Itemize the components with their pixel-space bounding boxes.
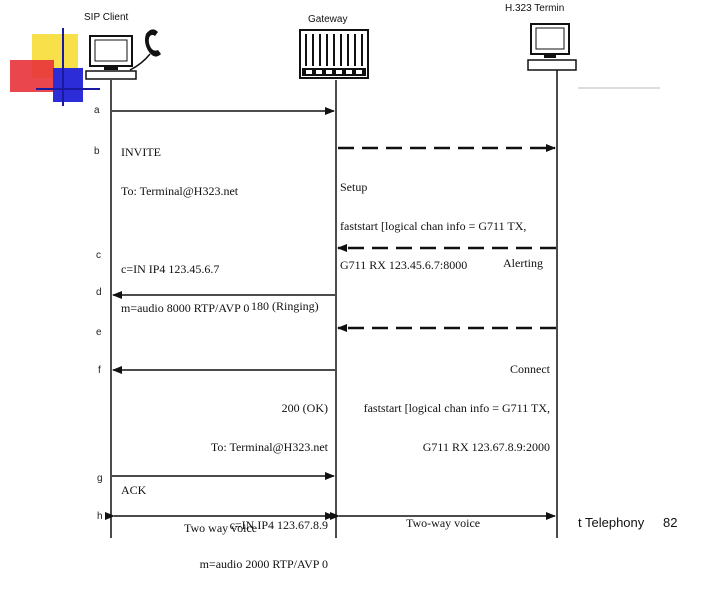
ok-line: 200 (OK) [281,401,328,415]
ack-label: ACK [121,483,147,497]
connect-line: G711 RX 123.67.8.9:2000 [422,440,550,454]
call-flow-slide: SIP Client Gateway H.323 Termin a b c d … [10,3,678,571]
step-label: b [94,146,100,157]
deco-blue-square [53,68,83,102]
sequence-diagram [85,23,660,538]
lifelines [110,70,558,538]
step-label: f [98,365,101,376]
setup-line: faststart [logical chan info = G711 TX, [340,219,527,233]
setup-label: Setup faststart [logical chan info = G71… [340,155,526,298]
page-number: 82 [663,515,678,530]
ok-line: To: Terminal@H323.net [210,440,328,454]
setup-line: G711 RX 123.45.6.7:8000 [340,258,468,272]
voice-left-label: Two way voice [184,521,258,535]
step-label: g [97,473,103,484]
invite-line: m=audio 8000 RTP/AVP 0 [121,301,250,315]
deco-red-square [10,60,54,92]
step-label: d [96,287,102,298]
invite-line: c=IN IP4 123.45.6.7 [121,262,220,276]
invite-line: INVITE [121,145,161,159]
connect-line: Connect [510,362,550,376]
sip-client-title: SIP Client [84,12,129,23]
ok-line [200,480,328,493]
step-label: a [94,105,100,116]
h323-terminal-title: H.323 Termin [505,3,565,14]
connect-label: Connect faststart [logical chan info = G… [364,337,550,480]
h323-terminal-icon [527,23,660,89]
gateway-title: Gateway [308,14,348,25]
gateway-rack-icon [299,29,369,79]
ok-line: m=audio 2000 RTP/AVP 0 [199,557,328,571]
ok-label: 200 (OK) To: Terminal@H323.net c=IN IP4 … [200,376,328,597]
alerting-label: Alerting [503,256,543,270]
ok-line: c=IN IP4 123.67.8.9 [229,518,328,532]
invite-label: INVITE To: Terminal@H323.net c=IN IP4 12… [121,120,249,341]
step-label: h [97,511,103,522]
footer-title: t Telephony [578,515,645,530]
telephone-icon [129,29,161,71]
deco-horizontal-rule [36,88,100,90]
computer-icon [85,35,137,80]
invite-line: To: Terminal@H323.net [121,184,239,198]
setup-line: Setup [340,180,368,194]
step-label: c [96,250,101,261]
deco-vertical-rule [62,28,64,106]
connect-line: faststart [logical chan info = G711 TX, [363,401,550,415]
step-label: e [96,327,102,338]
invite-line [121,224,249,237]
voice-right-label: Two-way voice [406,516,481,530]
ringing-label: 180 (Ringing) [251,299,319,313]
